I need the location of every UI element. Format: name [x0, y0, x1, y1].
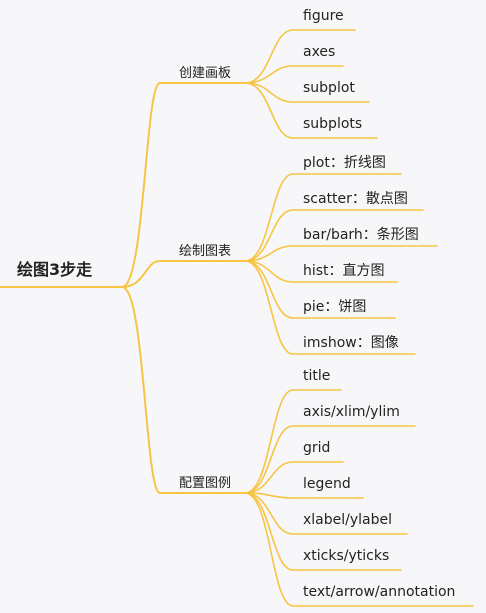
- leaf-connector-0-2: [244, 82, 370, 103]
- branch-node-create-canvas[interactable]: 创建画板: [179, 66, 232, 81]
- leaf-connector-2-4: [244, 492, 408, 535]
- leaf-node[interactable]: axis/xlim/ylim: [303, 404, 400, 420]
- leaf-node[interactable]: scatter：散点图: [303, 191, 408, 207]
- leaf-connector-1-4: [244, 260, 396, 319]
- leaf-connector-0-3: [244, 82, 378, 139]
- leaf-node[interactable]: legend: [303, 476, 351, 492]
- leaf-node[interactable]: grid: [303, 440, 331, 456]
- leaf-connector-1-3: [244, 260, 398, 283]
- root-to-branch-connector-0: [121, 82, 246, 288]
- leaf-connector-2-0: [244, 389, 342, 494]
- leaf-connector-1-0: [244, 173, 402, 262]
- leaf-node[interactable]: xlabel/ylabel: [303, 512, 393, 528]
- leaf-connector-1-2: [244, 245, 438, 262]
- leaf-connector-0-1: [244, 65, 344, 84]
- leaf-node[interactable]: hist：直方图: [303, 263, 385, 279]
- leaf-node[interactable]: subplot: [303, 80, 355, 96]
- leaf-node[interactable]: figure: [303, 8, 344, 24]
- leaf-connector-2-3: [244, 492, 364, 499]
- leaf-node[interactable]: bar/barh：条形图: [303, 227, 419, 243]
- leaf-node[interactable]: imshow：图像: [303, 335, 399, 351]
- root-to-branch-connector-2: [121, 286, 246, 494]
- leaf-node[interactable]: xticks/yticks: [303, 548, 390, 564]
- root-to-branch-connector-1: [121, 260, 246, 288]
- leaf-node[interactable]: subplots: [303, 116, 363, 132]
- leaf-node[interactable]: pie：饼图: [303, 299, 367, 315]
- branch-node-draw-chart[interactable]: 绘制图表: [179, 244, 232, 259]
- leaf-connector-2-1: [244, 425, 416, 494]
- leaf-node[interactable]: plot：折线图: [303, 155, 386, 171]
- leaf-node[interactable]: title: [303, 368, 331, 384]
- root-node[interactable]: 绘图3步走: [17, 260, 93, 279]
- leaf-node[interactable]: axes: [303, 44, 336, 60]
- branch-node-configure-legend[interactable]: 配置图例: [179, 476, 232, 491]
- leaf-connector-2-6: [244, 492, 474, 607]
- connector-group: [0, 29, 474, 607]
- leaf-connector-2-2: [244, 461, 344, 494]
- leaf-node[interactable]: text/arrow/annotation: [303, 584, 456, 600]
- leaf-connector-1-5: [244, 260, 416, 355]
- leaf-connector-1-1: [244, 209, 424, 262]
- leaf-connector-0-0: [244, 29, 356, 84]
